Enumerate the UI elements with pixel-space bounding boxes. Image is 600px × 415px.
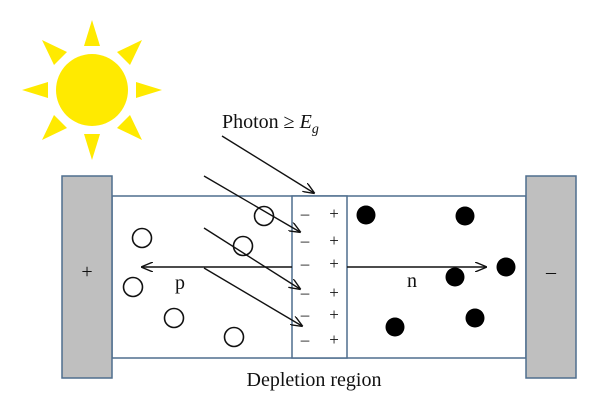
sun-ray xyxy=(84,20,100,46)
electron xyxy=(465,308,485,328)
positive-charge: + xyxy=(329,283,339,302)
photon-label: Photon ≥ Eg xyxy=(222,111,319,137)
positive-charge: + xyxy=(329,231,339,250)
negative-charge: – xyxy=(300,254,310,273)
hole xyxy=(122,276,144,298)
hole xyxy=(131,227,153,249)
sun-ray xyxy=(136,82,162,98)
n-region-label: n xyxy=(407,270,417,292)
electrons xyxy=(356,205,516,337)
positive-charge: + xyxy=(329,330,339,349)
positive-charge: + xyxy=(329,254,339,273)
photon-arrow xyxy=(203,227,300,289)
sun-disc xyxy=(56,54,128,126)
hole xyxy=(223,326,245,348)
depletion-signs: – + – + – + – + – + – + xyxy=(300,204,339,349)
photon-arrow xyxy=(203,267,302,326)
negative-charge: – xyxy=(300,305,310,324)
negative-charge: – xyxy=(300,204,310,223)
photon-arrow xyxy=(221,135,314,193)
sun-ray xyxy=(22,82,48,98)
photon-arrow xyxy=(203,175,300,232)
sun-ray xyxy=(42,115,67,140)
sun-ray xyxy=(117,115,142,140)
left-electrode-label: + xyxy=(81,261,92,283)
hole xyxy=(163,307,185,329)
photon-arrows xyxy=(203,135,314,326)
sun-ray xyxy=(84,134,100,160)
negative-charge: – xyxy=(300,330,310,349)
electron xyxy=(385,317,405,337)
right-electrode-label: – xyxy=(545,261,557,283)
electron xyxy=(356,205,376,225)
electron xyxy=(445,267,465,287)
right-electrode xyxy=(525,175,577,379)
positive-charge: + xyxy=(329,204,339,223)
sun-ray xyxy=(42,40,67,65)
p-region-label: p xyxy=(175,272,185,294)
negative-charge: – xyxy=(300,283,310,302)
sun-icon xyxy=(22,20,162,160)
positive-charge: + xyxy=(329,305,339,324)
left-electrode xyxy=(61,175,113,379)
sun-ray xyxy=(117,40,142,65)
hole xyxy=(253,205,275,227)
negative-charge: – xyxy=(300,231,310,250)
electron xyxy=(496,257,516,277)
depletion-region-label: Depletion region xyxy=(247,369,382,391)
holes xyxy=(122,205,275,348)
electron xyxy=(455,206,475,226)
